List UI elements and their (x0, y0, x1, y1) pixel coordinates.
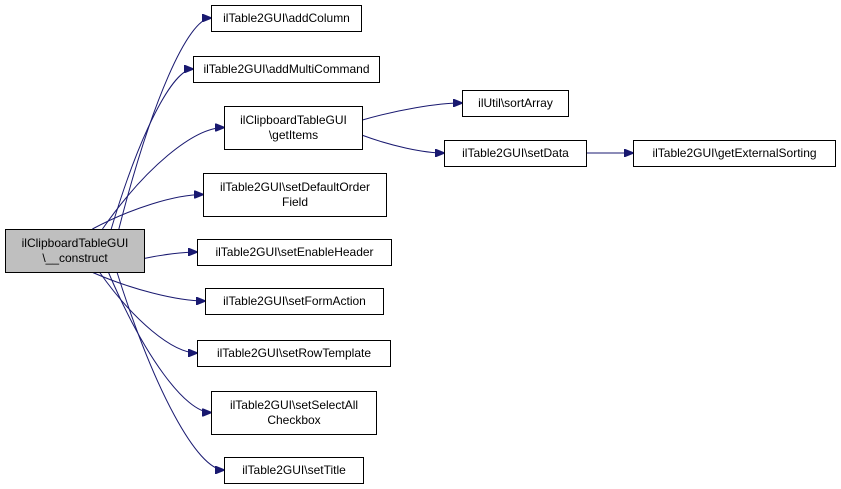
node-box-setTitle[interactable] (224, 457, 364, 484)
node-label-setFormAction-0: ilTable2GUI\setFormAction (223, 294, 366, 308)
node-label-getItems-1: \getItems (269, 128, 318, 142)
node-box-getItems[interactable] (224, 106, 363, 150)
node-addColumn[interactable]: ilTable2GUI\addColumn (211, 5, 362, 32)
node-label-sortArray-0: ilUtil\sortArray (478, 96, 553, 110)
node-label-addColumn-0: ilTable2GUI\addColumn (223, 11, 350, 25)
node-box-setRowTemplate[interactable] (197, 340, 391, 367)
node-setFormAction[interactable]: ilTable2GUI\setFormAction (205, 288, 384, 315)
edge-getItems-to-sortArray (361, 103, 462, 121)
edge-construct-to-addMultiCommand (110, 69, 193, 230)
node-box-addMultiCommand[interactable] (193, 56, 380, 83)
node-setRowTemplate[interactable]: ilTable2GUI\setRowTemplate (197, 340, 391, 367)
node-box-setDefaultOrderField[interactable] (203, 173, 387, 217)
node-label-setRowTemplate-0: ilTable2GUI\setRowTemplate (217, 346, 371, 360)
node-label-getExternalSorting-0: ilTable2GUI\getExternalSorting (652, 146, 816, 160)
edge-construct-to-setRowTemplate (98, 271, 197, 353)
node-label-setDefaultOrderField-0: ilTable2GUI\setDefaultOrder (220, 180, 370, 194)
node-getExternalSorting[interactable]: ilTable2GUI\getExternalSorting (633, 140, 836, 167)
node-box-setFormAction[interactable] (205, 288, 384, 315)
node-box-getExternalSorting[interactable] (633, 140, 836, 167)
node-box-sortArray[interactable] (462, 90, 569, 117)
node-label-getItems-0: ilClipboardTableGUI (240, 113, 347, 127)
edge-construct-to-setEnableHeader (143, 252, 197, 259)
node-getItems[interactable]: ilClipboardTableGUI\getItems (224, 106, 363, 150)
node-box-addColumn[interactable] (211, 5, 362, 32)
node-label-setTitle-0: ilTable2GUI\setTitle (242, 463, 346, 477)
edge-getItems-to-setData (361, 134, 444, 153)
node-construct[interactable]: ilClipboardTableGUI\__construct (5, 229, 145, 273)
node-setTitle[interactable]: ilTable2GUI\setTitle (224, 457, 364, 484)
edge-construct-to-setFormAction (91, 271, 205, 301)
node-label-setSelectAllCheckbox-1: Checkbox (267, 413, 320, 427)
node-box-setData[interactable] (444, 140, 587, 167)
node-label-construct-0: ilClipboardTableGUI (22, 236, 129, 250)
node-label-construct-1: \__construct (42, 251, 108, 265)
node-label-setEnableHeader-0: ilTable2GUI\setEnableHeader (215, 245, 373, 259)
node-label-setDefaultOrderField-1: Field (282, 195, 308, 209)
edge-construct-to-setDefaultOrderField (92, 195, 203, 230)
node-label-setData-0: ilTable2GUI\setData (462, 146, 569, 160)
node-box-construct[interactable] (5, 229, 145, 273)
node-addMultiCommand[interactable]: ilTable2GUI\addMultiCommand (193, 56, 380, 83)
node-sortArray[interactable]: ilUtil\sortArray (462, 90, 569, 117)
node-box-setEnableHeader[interactable] (197, 239, 392, 266)
node-box-setSelectAllCheckbox[interactable] (211, 391, 377, 435)
node-setData[interactable]: ilTable2GUI\setData (444, 140, 587, 167)
node-label-addMultiCommand-0: ilTable2GUI\addMultiCommand (203, 62, 369, 76)
edge-construct-to-setSelectAllCheckbox (107, 271, 211, 413)
edge-construct-to-getItems (102, 128, 224, 230)
edge-construct-to-addColumn (118, 18, 211, 230)
edge-construct-to-setTitle (116, 271, 224, 470)
node-setEnableHeader[interactable]: ilTable2GUI\setEnableHeader (197, 239, 392, 266)
node-label-setSelectAllCheckbox-0: ilTable2GUI\setSelectAll (230, 398, 358, 412)
